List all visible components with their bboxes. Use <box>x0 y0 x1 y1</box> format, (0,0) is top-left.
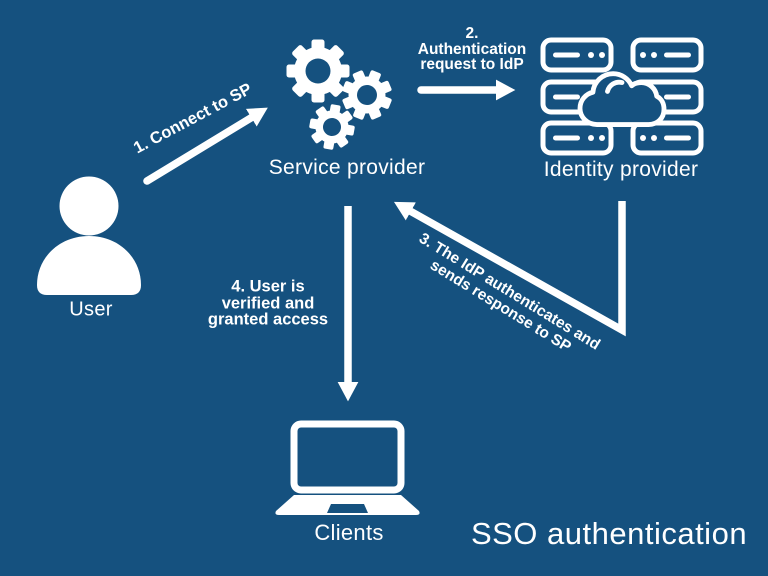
diagram-title: SSO authentication <box>470 516 748 551</box>
server-cloud-icon <box>540 37 704 156</box>
identity-provider-label: Identity provider <box>543 158 699 181</box>
cloud-icon <box>577 71 667 127</box>
clients-label: Clients <box>314 520 384 545</box>
user-label: User <box>69 298 113 321</box>
arrow-step1 <box>143 107 268 185</box>
gear-large <box>286 39 350 103</box>
step4-label: 4. User is verified and granted access <box>207 277 329 329</box>
arrow-step3 <box>393 201 626 337</box>
gears-icon <box>286 39 392 150</box>
step2-label: 2. Authentication request to IdP <box>417 24 527 73</box>
person-icon <box>37 176 141 295</box>
gear-medium <box>342 70 392 120</box>
gear-small <box>309 104 355 150</box>
service-provider-label: Service provider <box>268 156 426 179</box>
laptop-icon <box>275 420 420 515</box>
